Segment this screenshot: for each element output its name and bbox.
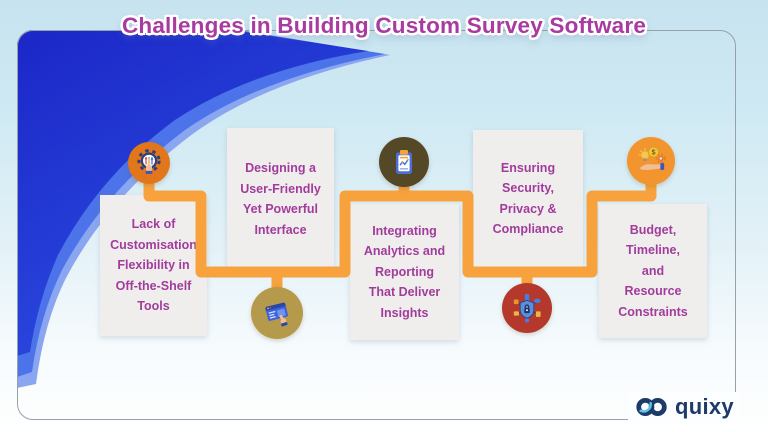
corner-wave <box>17 30 390 388</box>
quixy-infinity-icon <box>636 398 667 416</box>
frame-border <box>17 30 736 420</box>
quixy-logo: quixy <box>628 392 740 422</box>
challenge-card-1: Lack of Customisation Flexibility in Off… <box>100 195 207 336</box>
customization-gear-hand-icon <box>137 149 161 174</box>
challenge-card-2-text: Designing a User-Friendly Yet Powerful I… <box>240 161 321 237</box>
page-title: Challenges in Building Custom Survey Sof… <box>121 13 647 38</box>
challenge-card-5-text: Budget, Timeline, and Resource Constrain… <box>618 222 688 319</box>
brand-name: quixy <box>675 394 734 419</box>
svg-text:$: $ <box>652 148 656 157</box>
node-interface <box>251 287 303 339</box>
challenge-card-5: Budget, Timeline, and Resource Constrain… <box>599 204 707 338</box>
node-budget: $ <box>627 137 675 185</box>
node-security <box>502 283 552 333</box>
interface-window-hand-icon <box>265 302 288 327</box>
challenge-card-1-text: Lack of Customisation Flexibility in Off… <box>110 217 197 314</box>
security-shield-network-icon <box>513 293 541 323</box>
challenge-card-2: Designing a User-Friendly Yet Powerful I… <box>227 128 334 270</box>
challenge-card-4-text: Ensuring Security, Privacy & Compliance <box>492 160 564 237</box>
frame-clip <box>17 30 736 420</box>
challenge-card-4: Ensuring Security, Privacy & Compliance <box>473 130 583 267</box>
node-analytics <box>379 137 429 187</box>
challenge-card-3-text: Integrating Analytics and Reporting That… <box>363 223 446 320</box>
node-customization <box>128 142 170 184</box>
challenge-card-3: Integrating Analytics and Reporting That… <box>350 204 459 340</box>
budget-hand-money-icon: $ <box>638 146 666 171</box>
analytics-clipboard-icon <box>396 150 412 174</box>
